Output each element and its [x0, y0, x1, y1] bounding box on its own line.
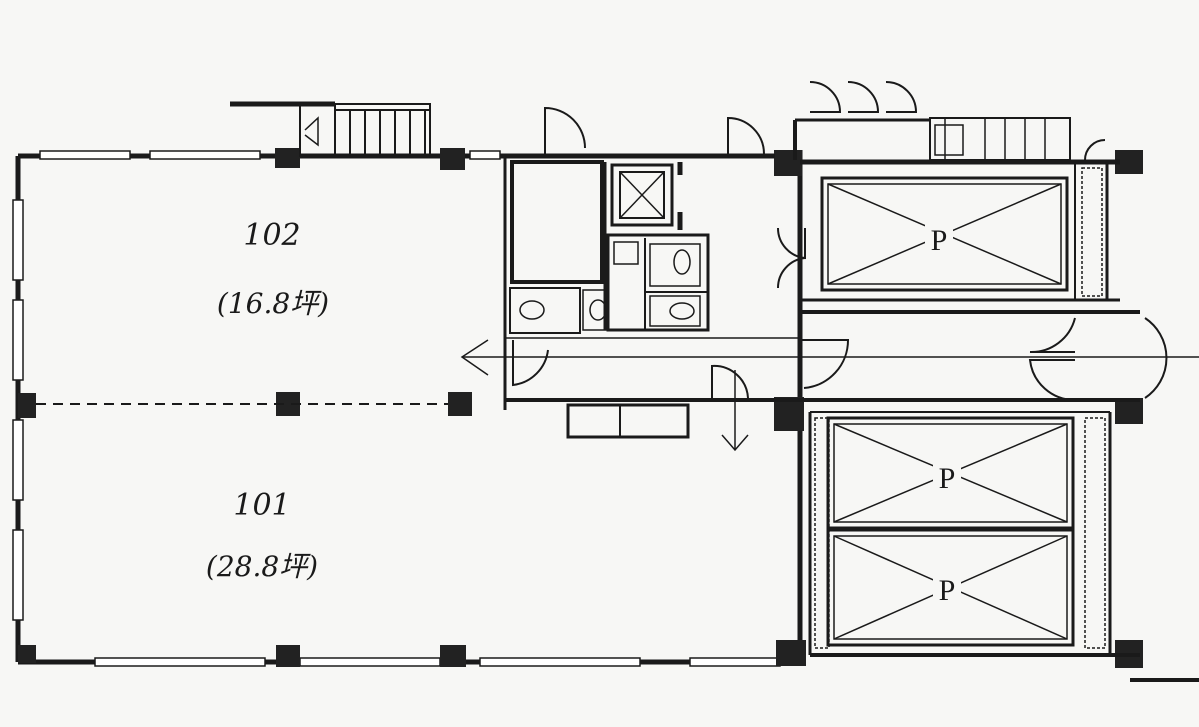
- parking-labels: P P P: [925, 222, 961, 607]
- parking-label-bottom: P: [939, 574, 956, 607]
- window-strips: [12, 150, 781, 667]
- room-101-number: 101: [233, 488, 290, 523]
- direction-arrows: [460, 339, 1199, 452]
- room-102-number: 102: [243, 218, 300, 253]
- parking-label-top: P: [931, 224, 948, 257]
- room-101-label: 101 (28.8坪): [180, 482, 345, 587]
- top-stairs: [230, 101, 431, 157]
- parking-area: [793, 117, 1199, 682]
- pillars: [18, 148, 1143, 668]
- room-101-area: (28.8坪): [206, 550, 318, 583]
- core-block: [503, 154, 800, 439]
- parking-label-middle: P: [939, 462, 956, 495]
- room-102-label: 102 (16.8坪): [193, 210, 355, 327]
- room-102-area: (16.8坪): [217, 287, 329, 320]
